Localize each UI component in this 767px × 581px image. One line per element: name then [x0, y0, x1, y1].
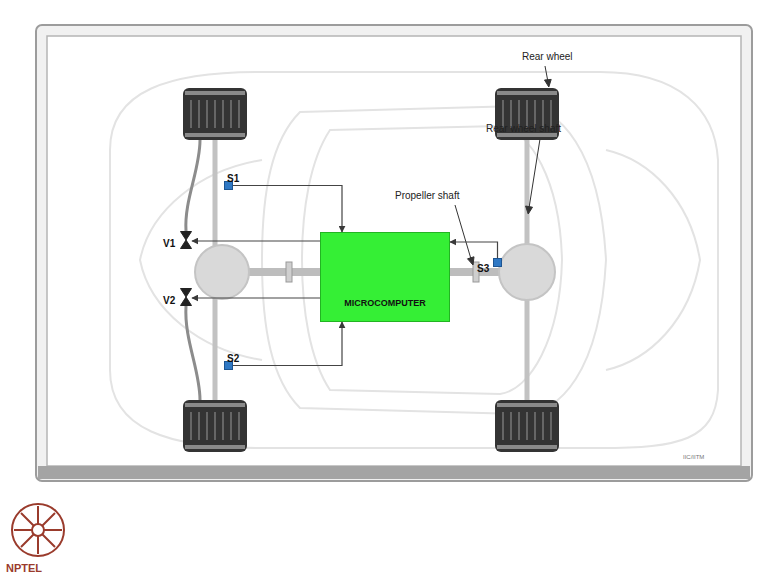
car-outline: [110, 72, 718, 448]
part-label: Rear wheel: [522, 51, 573, 62]
part-label: Propeller shaft: [395, 190, 459, 201]
logo-text: NPTEL: [6, 562, 42, 574]
source-note: IIC/IITM: [683, 454, 704, 461]
component-id: S2: [227, 353, 239, 364]
component-id: V2: [163, 295, 175, 306]
nptel-logo: [12, 504, 64, 556]
component-id: V1: [163, 238, 175, 249]
signal-wire: [450, 242, 498, 258]
valve-outline: [180, 231, 192, 249]
sensor-block: S2: [224, 361, 233, 370]
sensor-block: S1: [224, 181, 233, 190]
component-id: S1: [227, 173, 239, 184]
component-id: S3: [477, 263, 489, 274]
axles-and-shaft: [195, 138, 555, 402]
valve-symbol: V2: [180, 288, 192, 306]
box-title: MICROCOMPUTER: [344, 299, 426, 309]
valve-symbol: V1: [180, 231, 192, 249]
wheels: [183, 88, 559, 452]
part-label: Rear wheel shaft: [486, 123, 561, 134]
signal-wire: [233, 186, 342, 233]
slide-frame: [36, 25, 752, 481]
brake-lines: [186, 140, 200, 400]
controller-box: MICROCOMPUTER: [320, 232, 450, 322]
valve-outline: [180, 288, 192, 306]
sensor-block: S3: [493, 258, 502, 267]
leader-lines: [455, 66, 551, 265]
signal-wire: [233, 322, 342, 366]
